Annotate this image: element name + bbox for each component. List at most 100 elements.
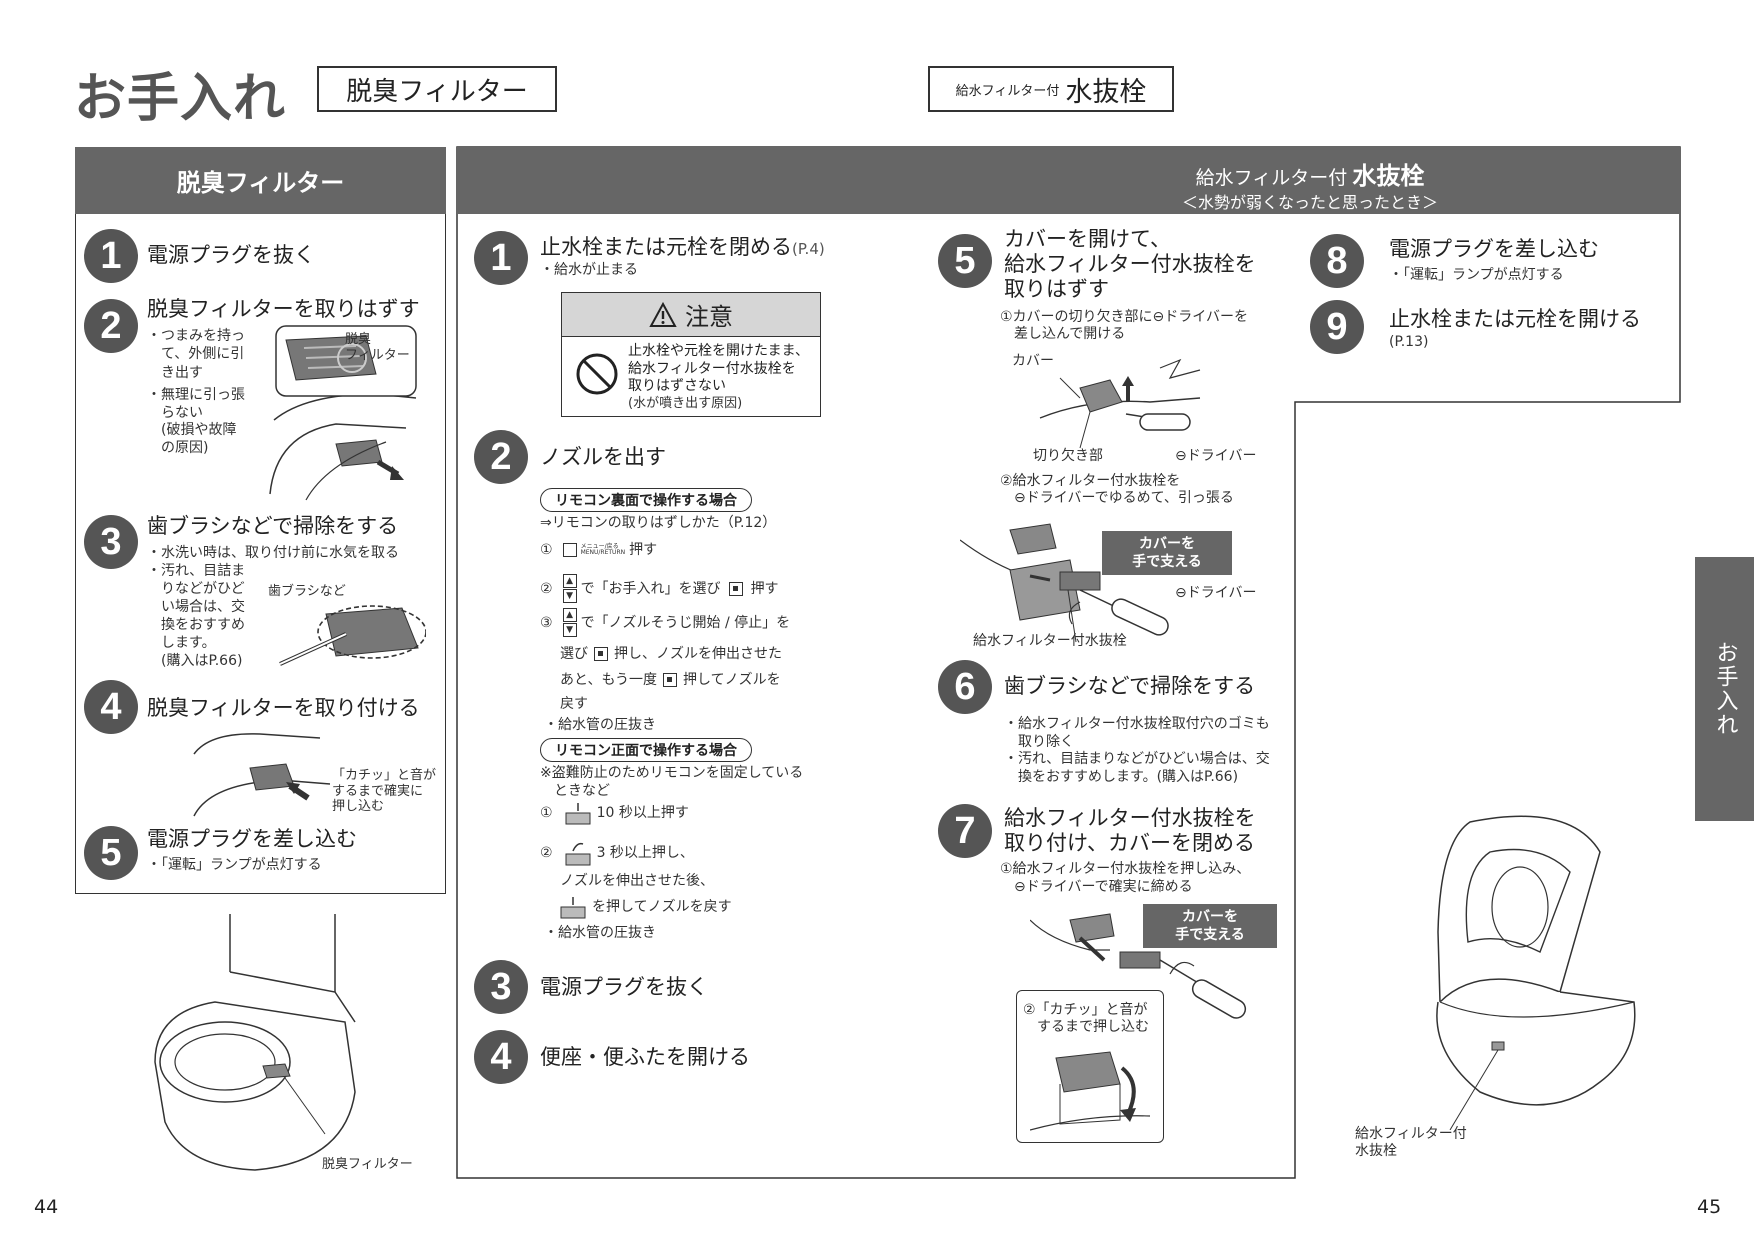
valve-removal-illustration bbox=[960, 523, 1169, 643]
cover-open-illustration bbox=[1039, 358, 1201, 449]
left-step-3-note-4: い場合は、交 bbox=[147, 599, 245, 615]
rear-step-3-text: で「ノズルそうじ開始 / 停止」を bbox=[580, 614, 791, 631]
rear-step-1: ① メニュー/戻る MENU/RETURN 押す bbox=[540, 541, 657, 559]
left-step-2-note-6: (破損や故障 bbox=[147, 422, 237, 438]
right-step-9-title: 止水栓または元栓を開ける bbox=[1389, 307, 1641, 331]
rear-step-2-text: で「お手入れ」を選び bbox=[580, 580, 721, 597]
left-step-4-title: 脱臭フィルターを取り付ける bbox=[147, 696, 420, 720]
right-step-5-number: 5 bbox=[938, 234, 992, 288]
right-step-3-title: 電源プラグを抜く bbox=[540, 975, 708, 999]
left-step-3-number: 3 bbox=[84, 515, 138, 569]
right-step-6-title: 歯ブラシなどで掃除をする bbox=[1004, 674, 1256, 698]
menu-return-button-icon bbox=[562, 543, 577, 558]
front-step-2-text: 3 秒以上押し、 bbox=[596, 844, 694, 861]
left-panel-header: 脱臭フィルター bbox=[75, 147, 446, 214]
front-step-1: ① 10 秒以上押す bbox=[540, 801, 689, 825]
rear-pressure-note: ・給水管の圧抜き bbox=[544, 717, 656, 733]
deodorizer-removal-illustration bbox=[269, 325, 417, 501]
pill-front-operation: リモコン正面で操作する場合 bbox=[540, 738, 752, 762]
warning-triangle-icon bbox=[649, 301, 677, 327]
right-panel-header bbox=[457, 147, 1680, 214]
remote-stop-button-icon-2 bbox=[560, 897, 586, 919]
right-step-9-number: 9 bbox=[1310, 300, 1364, 354]
remote-removal-ref: ⇒リモコンの取りはずしかた（P.12） bbox=[540, 515, 777, 531]
caution-sub: (水が噴き出す原因) bbox=[628, 396, 743, 411]
right-step-5-title: カバーを開けて、 給水フィルター付水抜栓を 取りはずす bbox=[1004, 227, 1256, 302]
title-box-drain-main: 水抜栓 bbox=[1065, 76, 1147, 108]
right-step-2-title: ノズルを出す bbox=[540, 445, 666, 469]
driver-label-2: ⊖ドライバー bbox=[1175, 585, 1257, 601]
toilet-valve-label: 給水フィルター付 水抜栓 bbox=[1355, 1126, 1467, 1159]
right-step-6-notes: ・給水フィルター付水抜栓取付穴のゴミも 取り除く ・汚れ、目詰まりなどがひどい場… bbox=[1004, 716, 1270, 785]
deodorizer-filter-label: 脱臭 フィルター bbox=[345, 332, 410, 363]
right-step-1-number: 1 bbox=[474, 231, 528, 285]
rear-step-1-text: 押す bbox=[629, 542, 658, 558]
deodorizer-install-illustration bbox=[193, 733, 331, 817]
remote-nozzle-button-icon bbox=[565, 842, 591, 866]
caution-text: 止水栓や元栓を開けたまま、 給水フィルター付水抜栓を 取りはずさない bbox=[628, 343, 810, 394]
valve-label: 給水フィルター付水抜栓 bbox=[973, 633, 1127, 649]
right-panel-header-sub: ＜水勢が弱くなったと思ったとき＞ bbox=[1181, 193, 1438, 212]
right-step-2-number: 2 bbox=[474, 430, 528, 484]
right-step-1-note: ・給水が止まる bbox=[540, 262, 638, 278]
left-step-3-note-6: します。 bbox=[147, 635, 216, 651]
side-tab[interactable]: お手入れ bbox=[1695, 557, 1754, 821]
prohibition-icon bbox=[576, 353, 618, 395]
page-number-left: 44 bbox=[34, 1196, 59, 1218]
caution-header: 注意 bbox=[562, 293, 820, 337]
cover-label: カバー bbox=[1012, 353, 1054, 369]
caution-box: 注意 止水栓や元栓を開けたまま、 給水フィルター付水抜栓を 取りはずさない (水… bbox=[561, 292, 821, 417]
front-step-2-line-2: ノズルを伸出させた後、 bbox=[560, 873, 714, 889]
rear-step-3-text-5: 押してノズルを bbox=[683, 672, 781, 688]
click-install-label: ②「カチッ」と音が するまで押し込む bbox=[1023, 1002, 1149, 1035]
left-step-2-note-5: らない bbox=[147, 405, 203, 421]
left-step-1-number: 1 bbox=[84, 229, 138, 283]
left-panel-header-label: 脱臭フィルター bbox=[176, 169, 345, 197]
front-step-2-text-3: を押してノズルを戻す bbox=[592, 898, 732, 915]
rear-step-3-line-2: 選び 押し、ノズルを伸出させた bbox=[560, 645, 782, 663]
right-step-5-sub-2: ②給水フィルター付水抜栓を ⊖ドライバーでゆるめて、引っ張る bbox=[1000, 473, 1234, 506]
rear-step-3-line-3: あと、もう一度 押してノズルを bbox=[560, 671, 781, 689]
left-step-4-number: 4 bbox=[84, 680, 138, 734]
page-number-right: 45 bbox=[1697, 1196, 1722, 1218]
left-step-1-title: 電源プラグを抜く bbox=[147, 243, 315, 267]
remote-stop-button-icon bbox=[565, 803, 591, 825]
rear-step-3-text-3: 押し、ノズルを伸出させた bbox=[614, 646, 782, 662]
toothbrush-label: 歯ブラシなど bbox=[268, 584, 346, 599]
left-step-3-note-3: りなどがひど bbox=[147, 581, 245, 597]
left-step-2-note-1: ・つまみを持っ bbox=[147, 328, 245, 344]
right-step-8-title: 電源プラグを差し込む bbox=[1389, 237, 1599, 261]
up-down-arrow-icon-2: ▲▼ bbox=[562, 608, 577, 638]
rear-step-3-line-4: 戻す bbox=[560, 696, 588, 712]
left-step-2-number: 2 bbox=[84, 299, 138, 353]
left-step-2-note-2: て、外側に引 bbox=[147, 346, 245, 362]
right-step-5-sub-1: ①カバーの切り欠き部に⊖ドライバーを 差し込んで開ける bbox=[1000, 309, 1249, 342]
title-box-drain-valve: 給水フィルター付 水抜栓 bbox=[928, 66, 1174, 112]
left-step-2-note-4: ・無理に引っ張 bbox=[147, 387, 245, 403]
left-step-5-number: 5 bbox=[84, 826, 138, 880]
right-step-4-title: 便座・便ふたを開ける bbox=[540, 1045, 750, 1069]
notch-label: 切り欠き部 bbox=[1033, 448, 1103, 464]
front-step-2-line-3: を押してノズルを戻す bbox=[560, 895, 732, 919]
right-step-7-title: 給水フィルター付水抜栓を 取り付け、カバーを閉める bbox=[1004, 806, 1256, 856]
right-step-6-number: 6 bbox=[938, 660, 992, 714]
right-panel-border bbox=[456, 146, 1681, 1179]
left-step-3-note-2: ・汚れ、目詰ま bbox=[147, 563, 246, 579]
right-step-9-ref: (P.13) bbox=[1389, 334, 1429, 350]
rear-step-2: ② ▲▼ で「お手入れ」を選び 押す bbox=[540, 574, 779, 604]
left-step-5-title: 電源プラグを差し込む bbox=[147, 827, 357, 851]
up-down-arrow-icon: ▲▼ bbox=[562, 574, 577, 604]
rear-step-3-text-2: 選び bbox=[560, 646, 588, 662]
toothbrush-cleaning-illustration bbox=[279, 605, 426, 666]
right-step-8-note: ・「運転」ランプが点灯する bbox=[1389, 267, 1564, 283]
right-step-7-sub: ①給水フィルター付水抜栓を押し込み、 ⊖ドライバーで確実に締める bbox=[1000, 861, 1251, 895]
valve-install-illustration bbox=[1030, 913, 1247, 1019]
toilet-deodorizer-illustration bbox=[154, 914, 356, 1171]
rear-step-3-mark: ③ bbox=[540, 614, 553, 631]
left-step-3-title: 歯ブラシなどで掃除をする bbox=[147, 514, 399, 538]
right-step-1-title: 止水栓または元栓を閉める(P.4) bbox=[540, 234, 825, 260]
rear-step-3: ③ ▲▼ で「ノズルそうじ開始 / 停止」を bbox=[540, 608, 790, 638]
pill-rear-operation: リモコン裏面で操作する場合 bbox=[540, 488, 752, 512]
right-step-7-number: 7 bbox=[938, 804, 992, 858]
right-step-4-number: 4 bbox=[474, 1030, 528, 1084]
